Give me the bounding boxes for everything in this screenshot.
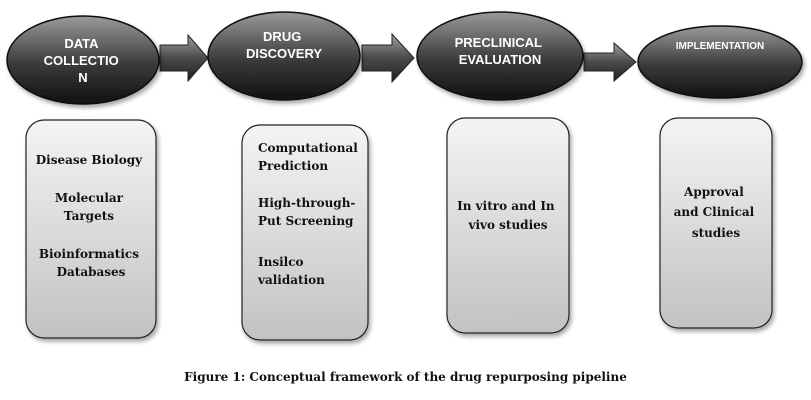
svg-text:PRECLINICAL EVALUATION: PRECLINICAL EVALUATION (455, 35, 546, 67)
box-line: Bioinformatics (39, 247, 139, 261)
stage-title-line: DISCOVERY (246, 46, 322, 61)
box-line: Databases (57, 265, 126, 279)
figure-caption: Figure 1: Conceptual framework of the dr… (184, 370, 627, 384)
box-line: and Clinical (674, 205, 755, 219)
svg-text:Approval and Clinical: Approval and Clinical studies (674, 185, 759, 240)
stage-title-line: DRUG (263, 29, 301, 44)
box-line: Targets (64, 209, 114, 223)
stage-title-line: COLLECTIO (44, 53, 119, 68)
stage-preclinical-evaluation: PRECLINICAL EVALUATION (416, 11, 584, 101)
stage-title-line: N (78, 70, 87, 85)
svg-text:DATA COLLECTIO N: DATA COLLECTIO N (44, 36, 123, 85)
box-drug-discovery: Computational Prediction High-through- P… (241, 124, 369, 341)
stage-implementation: IMPLEMENTATION (637, 25, 803, 99)
box-preclinical-evaluation: In vitro and In vivo studies (446, 117, 570, 334)
stage-title-line: DATA (64, 36, 99, 51)
svg-text:IMPLEMENTATION: IMPLEMENTATION (676, 41, 765, 52)
box-line: Insilco (258, 255, 304, 269)
box-line: Molecular (55, 191, 124, 205)
arrow-2 (361, 32, 415, 84)
stage-title-line: PRECLINICAL (455, 35, 542, 50)
box-line: High-through- (258, 196, 355, 210)
stage-data-collection: DATA COLLECTIO N (6, 15, 160, 105)
svg-text:DRUG DISCOVERY: DRUG DISCOVERY (246, 29, 322, 61)
box-line: Computational (258, 141, 358, 155)
box-line: In vitro and In (457, 199, 555, 213)
box-line: Prediction (258, 159, 328, 173)
box-implementation: Approval and Clinical studies (659, 117, 773, 329)
box-line: Disease Biology (36, 153, 143, 167)
box-line: validation (257, 273, 325, 287)
box-data-collection: Disease Biology Molecular Targets Bioinf… (25, 119, 157, 339)
svg-text:Disease Biology Molecula: Disease Biology Molecular Targets Bioinf… (36, 153, 147, 279)
svg-text:In vitro and In vivo stu: In vitro and In vivo studies (457, 199, 559, 232)
box-line: Put Screening (258, 214, 354, 228)
arrow-1 (159, 33, 209, 83)
arrow-3 (583, 41, 637, 83)
box-line: vivo studies (467, 218, 547, 232)
stage-drug-discovery: DRUG DISCOVERY (207, 11, 361, 101)
svg-text:Computational Prediction: Computational Prediction High-through- P… (257, 141, 362, 287)
box-line: Approval (683, 185, 744, 199)
stage-title-line: EVALUATION (459, 52, 542, 67)
box-line: studies (692, 226, 741, 240)
stage-title-line: IMPLEMENTATION (676, 41, 765, 52)
